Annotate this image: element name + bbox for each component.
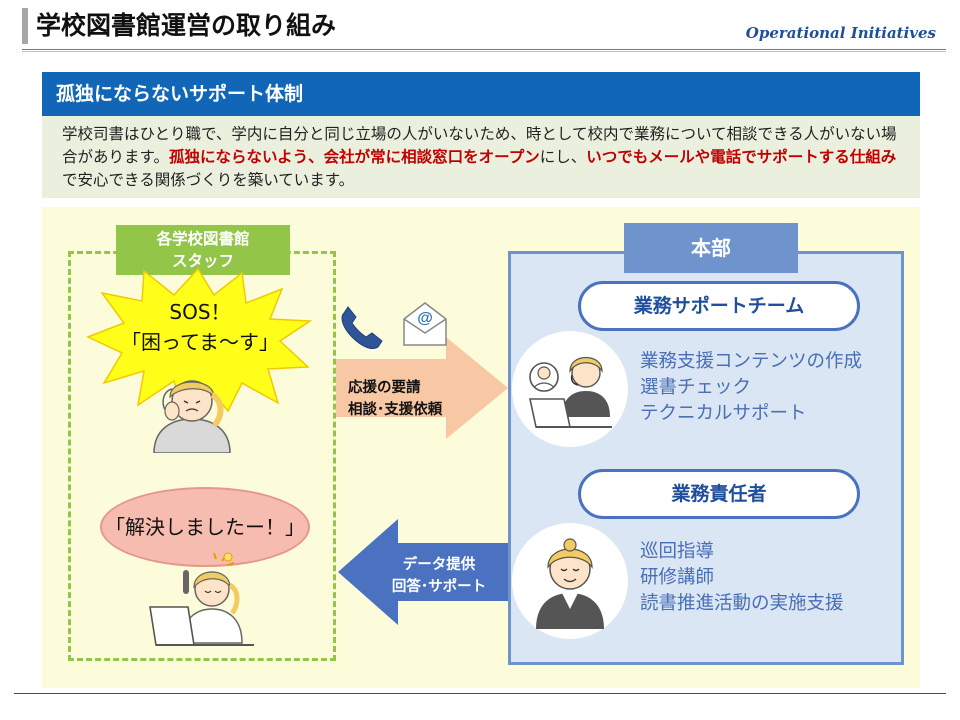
manager-pill: 業務責任者	[578, 469, 860, 519]
header-divider-accent	[22, 51, 946, 52]
staff-label-line1: 各学校図書館	[156, 230, 250, 248]
sos-message: SOS！ 「困ってま～す」	[100, 297, 300, 357]
phone-icon	[341, 306, 383, 350]
page-title: 学校図書館運営の取り組み	[36, 11, 337, 40]
title-accent-bar	[22, 8, 28, 44]
duty-item: 読書推進活動の実施支援	[640, 593, 844, 614]
hq-label: 本部	[624, 223, 798, 273]
duty-item: 研修講師	[640, 567, 715, 588]
manager-duties: 巡回指導 研修講師 読書推進活動の実施支援	[640, 539, 844, 617]
header-divider	[22, 49, 946, 50]
section-heading-text: 孤独にならないサポート体制	[56, 83, 304, 105]
page-subtitle: Operational Initiatives	[745, 24, 936, 42]
intro-highlight-1: 孤独にならないよう、会社が常に相談窓口をオープン	[168, 148, 540, 166]
support-team-pill: 業務サポートチーム	[578, 281, 860, 331]
response-label-line1: データ提供	[402, 557, 476, 573]
svg-text:@: @	[417, 310, 433, 327]
solved-message: 「解決しましたー！」	[105, 515, 305, 539]
response-arrow-label: データ提供 回答･サポート	[374, 554, 504, 598]
request-label-line2: 相談･支援依頼	[348, 402, 443, 418]
solved-bubble: 「解決しましたー！」	[100, 487, 310, 567]
response-label-line2: 回答･サポート	[391, 579, 487, 595]
sos-line2: 「困ってま～す」	[121, 330, 279, 354]
mail-icon: @	[403, 302, 447, 346]
headset-operator-icon	[529, 357, 612, 428]
manager-avatar	[512, 523, 628, 639]
happy-staff-laptop-icon	[149, 552, 254, 646]
duty-item: テクニカルサポート	[640, 403, 807, 424]
request-label-line1: 応援の要請	[348, 380, 421, 396]
intro-text-2: にし、	[539, 148, 587, 166]
request-arrow-label: 応援の要請 相談･支援依頼	[348, 377, 468, 421]
staff-label-line2: スタッフ	[171, 252, 234, 270]
intro-box: 学校司書はひとり職で、学内に自分と同じ立場の人がいないため、時として校内で業務に…	[42, 116, 920, 198]
sos-line1: SOS！	[169, 300, 231, 324]
duty-item: 業務支援コンテンツの作成	[640, 351, 863, 372]
staff-label: 各学校図書館 スタッフ	[116, 225, 290, 275]
support-team-avatar	[512, 331, 628, 447]
support-team-duties: 業務支援コンテンツの作成 選書チェック テクニカルサポート	[640, 349, 862, 427]
worried-staff-icon	[153, 380, 231, 453]
response-arrow	[338, 519, 508, 625]
section-heading: 孤独にならないサポート体制	[42, 72, 920, 116]
intro-text-3: で安心できる関係づくりを築いています。	[62, 171, 355, 189]
duty-item: 選書チェック	[640, 377, 752, 398]
intro-highlight-2: いつでもメールや電話でサポートする仕組み	[586, 148, 897, 166]
duty-item: 巡回指導	[640, 541, 715, 562]
footer-divider	[14, 693, 946, 694]
intro-text-1: 学校司書はひとり職で、学内に自分と同じ立場の人がいないため、時として校内で業務に…	[62, 125, 897, 166]
request-arrow	[336, 337, 508, 439]
intro-paragraph: 学校司書はひとり職で、学内に自分と同じ立場の人がいないため、時として校内で業務に…	[62, 123, 908, 192]
support-diagram: 各学校図書館 スタッフ SOS！ 「困ってま～す」 「解決しましたー！」	[42, 207, 920, 688]
manager-person-icon	[536, 538, 604, 629]
